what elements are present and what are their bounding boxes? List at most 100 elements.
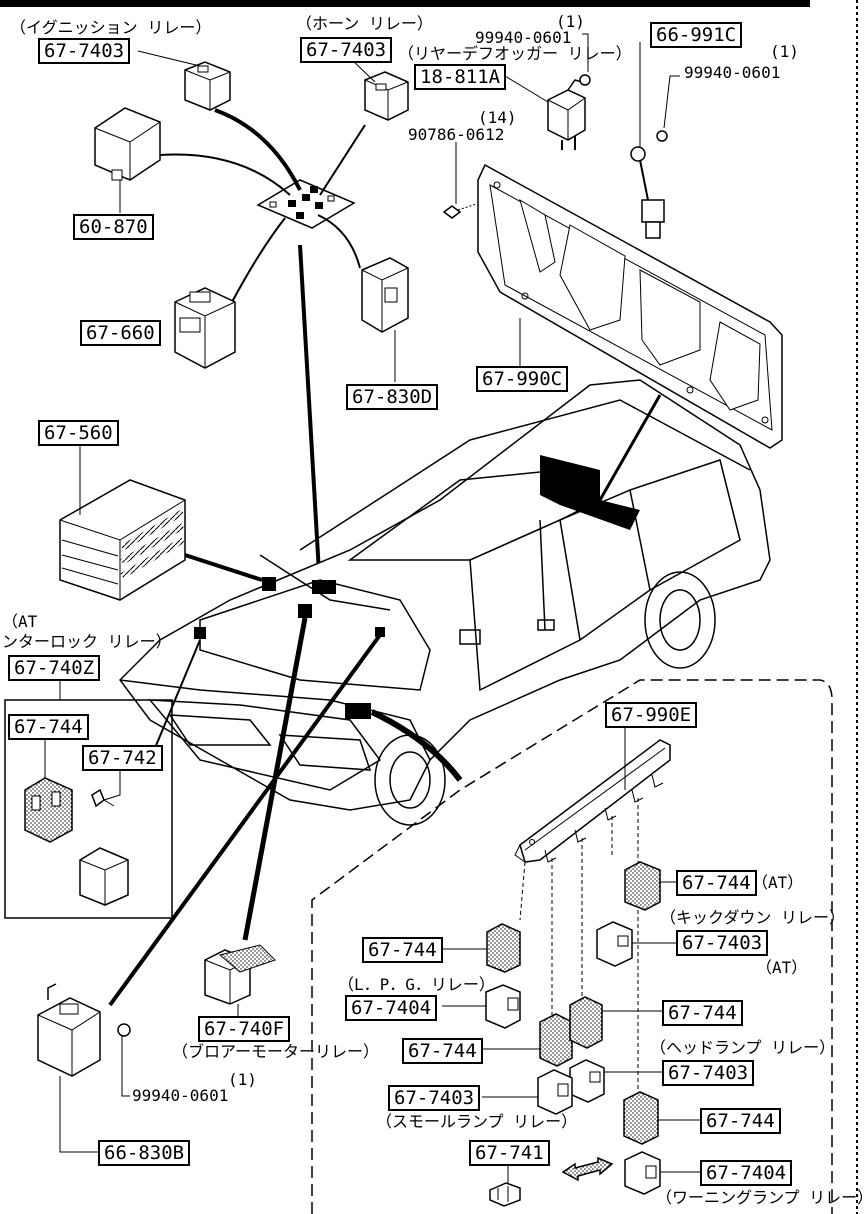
horn-relay-note: （ホーン リレー） <box>296 14 433 33</box>
leader-horn <box>319 124 366 196</box>
bolt-qty-2: (1) <box>770 42 799 61</box>
part-67744-e: 67-744 <box>700 1108 781 1134</box>
part-60870: 60-870 <box>73 214 154 240</box>
car-relay-marker-4 <box>194 627 206 639</box>
screw <box>442 203 477 219</box>
lpg-note: （L．P．G．リレー） <box>338 975 495 994</box>
ign-relay-note: （イグニッション リレー） <box>10 18 212 37</box>
leader-60870 <box>159 153 291 196</box>
part-67744-d: 67-744 <box>402 1038 483 1064</box>
unit-66830B <box>37 983 101 1077</box>
connector-67741 <box>489 1182 521 1207</box>
relay-7403-small-lamp <box>537 1069 573 1115</box>
top-border <box>0 0 810 7</box>
at-suffix-2: （AT） <box>756 958 808 977</box>
defogger-note: （リヤーデフオッガー リレー） <box>398 44 632 63</box>
at-suffix-1: （AT） <box>752 873 804 892</box>
part-66830B: 66-830B <box>98 1140 191 1166</box>
bolt-part-1: 99940-0601 <box>475 28 572 47</box>
ign-relay-part: 67-7403 <box>38 38 131 64</box>
relay-67830D <box>361 257 409 333</box>
car-relay-marker-6 <box>345 703 371 719</box>
bracket-67990E <box>514 739 671 863</box>
at-note-1: （AT <box>2 612 38 631</box>
junction-plate <box>256 179 356 229</box>
car-relay-marker-5 <box>375 627 385 637</box>
small-lamp-note: （スモールランプ リレー） <box>376 1112 578 1131</box>
relay-744-at <box>624 861 661 911</box>
part-67660: 67-660 <box>80 320 161 346</box>
screw-qty: (14) <box>478 108 517 127</box>
horn-relay <box>364 71 409 121</box>
unit-66830B-callout <box>59 1076 100 1153</box>
part-67742: 67-742 <box>82 745 163 771</box>
bolt1-callout-line <box>582 33 589 72</box>
panel-67990C <box>477 163 783 449</box>
leader-bracket <box>370 709 463 782</box>
bolt-part-2: 99940-0601 <box>684 63 781 82</box>
relay-744-mid <box>539 1013 573 1067</box>
relay-7404-lpg <box>485 984 521 1029</box>
at-interlock-group-frame <box>4 699 173 919</box>
part-7404-lpg: 67-7404 <box>345 995 438 1021</box>
part-67560: 67-560 <box>38 420 119 446</box>
ignition-relay <box>184 61 231 111</box>
relay-67660 <box>174 287 236 369</box>
relay-at-interlock <box>79 847 129 906</box>
leader-ign-relay <box>214 108 302 191</box>
car-relay-marker-2 <box>312 580 336 594</box>
part-67744-c: 67-744 <box>662 1000 743 1026</box>
bolt2-callout-line <box>663 75 680 129</box>
defogger-callout-line <box>504 75 549 103</box>
leader-66830B <box>108 633 382 1007</box>
part-7403-head: 67-7403 <box>662 1060 755 1086</box>
relay-744-left <box>486 923 521 973</box>
relay-7403-headlamp <box>569 1059 605 1103</box>
kickdown-note: （キックダウン リレー） <box>660 908 845 927</box>
part-67744-b: 67-744 <box>362 937 443 963</box>
bolt-part-3: 99940-0601 <box>132 1086 229 1105</box>
defogger-relay <box>547 74 591 150</box>
relay-744-right <box>569 996 603 1049</box>
car-relay-marker-1 <box>262 577 276 591</box>
horn-relay-part: 67-7403 <box>300 37 393 63</box>
leader-at-interlock <box>149 639 201 761</box>
bolt-qty-3: (1) <box>228 1070 257 1089</box>
part-67740F: 67-740F <box>198 1016 291 1042</box>
bolt2 <box>656 130 668 142</box>
part-67990E: 67-990E <box>605 702 698 728</box>
connector-66991C <box>630 42 665 239</box>
horn-callout-line <box>351 59 376 83</box>
diode-67742-callout <box>103 770 121 801</box>
defogger-part: 18-811A <box>414 64 507 90</box>
car-illustration <box>119 379 771 826</box>
part-66991C: 66-991C <box>650 22 743 48</box>
bolt-qty-1: (1) <box>556 12 585 31</box>
part-67830D: 67-830D <box>346 384 439 410</box>
part-67744-at: 67-744 <box>676 870 757 896</box>
part-7403-kick: 67-7403 <box>676 930 769 956</box>
part-67744-a: 67-744 <box>8 714 89 740</box>
leader-plate-to-dash <box>298 244 322 591</box>
leader-67830D <box>317 214 361 269</box>
part-67740Z: 67-740Z <box>8 655 101 681</box>
car-relay-marker-3 <box>298 604 312 618</box>
bracket-region-outline <box>311 679 833 1214</box>
relay-67744-group <box>24 777 73 843</box>
warning-lamp-note: （ワーニングランプ リレー） <box>656 1188 864 1207</box>
relay-7404-warning <box>624 1151 661 1195</box>
headlamp-note: （ヘッドランプ リレー） <box>650 1038 836 1057</box>
screw-part: 90786-0612 <box>408 125 505 144</box>
bracket-drop-lines <box>519 798 639 1095</box>
relay-744-bottom <box>623 1091 659 1145</box>
part-67741: 67-741 <box>469 1140 550 1166</box>
bolt3-callout <box>121 1036 130 1097</box>
at-note-2: ンターロック リレー） <box>2 632 172 651</box>
rear-window-leader <box>598 394 662 501</box>
rear-window-panel <box>540 455 640 530</box>
blower-relay <box>204 944 276 1005</box>
part-67990C: 67-990C <box>476 366 569 392</box>
double-arrow <box>561 1156 614 1182</box>
bolt3 <box>117 1023 131 1037</box>
